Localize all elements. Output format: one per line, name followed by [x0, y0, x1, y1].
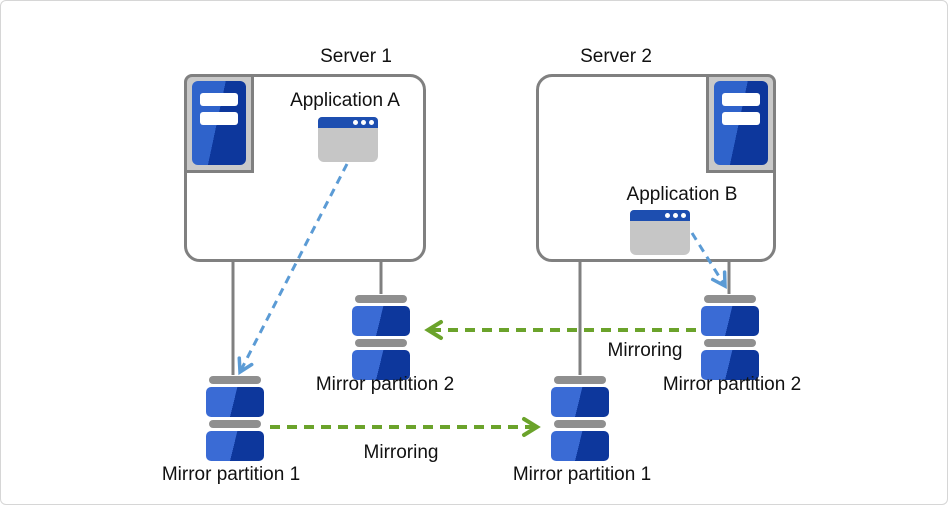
- server-slot: [200, 112, 238, 125]
- server-tower-front: [714, 81, 768, 165]
- server-slot: [722, 93, 760, 106]
- server-tower-icon: [184, 74, 254, 173]
- partition-label: Mirror partition 1: [512, 464, 652, 485]
- window-dot-icon: [673, 213, 678, 218]
- server1-title: Server 1: [320, 46, 392, 67]
- server-tower-icon: [706, 74, 776, 173]
- disk-cap: [704, 339, 756, 347]
- disk-body: [701, 350, 759, 380]
- application-b-label: Application B: [626, 184, 738, 205]
- disk-cap: [355, 295, 407, 303]
- mirroring-label: Mirroring: [363, 442, 439, 463]
- partition-label: Mirror partition 2: [315, 374, 455, 395]
- disk-body: [701, 306, 759, 336]
- disk-body: [352, 306, 410, 336]
- application-a-label: Application A: [290, 90, 400, 111]
- window-dot-icon: [361, 120, 366, 125]
- server2-title: Server 2: [580, 46, 652, 67]
- disk-body: [206, 431, 264, 461]
- application-window-icon: [318, 117, 378, 162]
- server-tower-front: [192, 81, 246, 165]
- disk-partition-icon: [206, 376, 264, 461]
- disk-cap: [209, 420, 261, 428]
- disk-cap: [209, 376, 261, 384]
- disk-cap: [704, 295, 756, 303]
- disk-body: [551, 387, 609, 417]
- disk-cap: [355, 339, 407, 347]
- disk-partition-icon: [352, 295, 410, 380]
- disk-cap: [554, 376, 606, 384]
- disk-body: [551, 431, 609, 461]
- window-titlebar: [630, 210, 690, 221]
- window-dot-icon: [353, 120, 358, 125]
- partition-label: Mirror partition 1: [161, 464, 301, 485]
- disk-partition-icon: [701, 295, 759, 380]
- window-dot-icon: [665, 213, 670, 218]
- server-slot: [200, 93, 238, 106]
- disk-cap: [554, 420, 606, 428]
- window-titlebar: [318, 117, 378, 128]
- window-dot-icon: [369, 120, 374, 125]
- disk-partition-icon: [551, 376, 609, 461]
- disk-body: [206, 387, 264, 417]
- server-slot: [722, 112, 760, 125]
- window-dot-icon: [681, 213, 686, 218]
- mirroring-label: Mirroring: [607, 340, 683, 361]
- partition-label: Mirror partition 2: [662, 374, 802, 395]
- disk-body: [352, 350, 410, 380]
- application-window-icon: [630, 210, 690, 255]
